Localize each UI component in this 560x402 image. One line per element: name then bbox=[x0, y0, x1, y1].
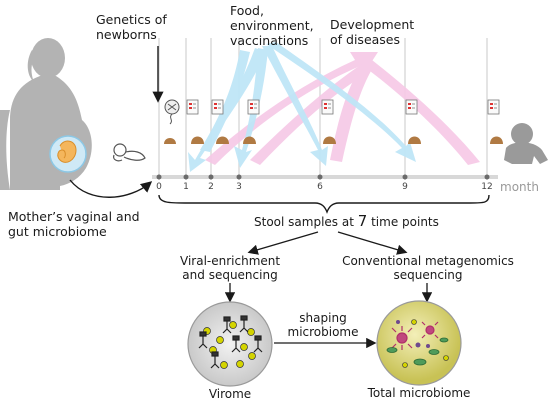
tick-label: 6 bbox=[317, 182, 323, 192]
mother-label: Mother’s vaginal and gut microbiome bbox=[8, 209, 140, 239]
stool-samples-label: Stool samples at 7 time points bbox=[254, 212, 439, 230]
total-microbiome-circle bbox=[376, 300, 462, 386]
tick-label: 0 bbox=[156, 182, 162, 192]
development-label: Development of diseases bbox=[330, 17, 415, 47]
questionnaire-icons bbox=[186, 99, 500, 115]
newborn-baby-icon bbox=[113, 143, 146, 162]
arrow-to-viral bbox=[247, 231, 319, 255]
timepoints-brace bbox=[158, 194, 490, 214]
stool-count: 7 bbox=[357, 212, 368, 230]
tick-label: 1 bbox=[183, 182, 189, 192]
tick-label: 12 bbox=[481, 182, 493, 192]
tick-label: 9 bbox=[402, 182, 408, 192]
food-label: Food, environment, vaccinations bbox=[230, 3, 314, 48]
total-microbiome-label: Total microbiome bbox=[367, 386, 471, 400]
dna-icon bbox=[164, 99, 180, 125]
stool-sample-icons bbox=[164, 136, 503, 144]
virome-label: Virome bbox=[208, 387, 252, 401]
shaping-label: shaping microbiome bbox=[287, 311, 359, 339]
stool-prefix: Stool samples at bbox=[254, 215, 358, 229]
toddler-silhouette bbox=[504, 123, 548, 164]
mother-microbiome-arrow bbox=[69, 179, 153, 198]
tick-label: 3 bbox=[236, 182, 242, 192]
tick-label: 2 bbox=[208, 182, 214, 192]
environment-flow-arrows bbox=[188, 42, 416, 172]
genetics-label: Genetics of newborns bbox=[96, 12, 167, 42]
month-axis-label: month bbox=[500, 180, 539, 194]
virome-circle bbox=[187, 301, 273, 387]
timeline-axis bbox=[152, 174, 498, 180]
stool-suffix: time points bbox=[367, 215, 439, 229]
disease-flow-arrows bbox=[205, 52, 480, 165]
conventional-sequencing-label: Conventional metagenomics sequencing bbox=[342, 254, 514, 282]
arrow-to-conventional bbox=[337, 231, 408, 255]
viral-enrichment-label: Viral-enrichment and sequencing bbox=[180, 254, 281, 282]
womb-icon bbox=[49, 135, 87, 173]
